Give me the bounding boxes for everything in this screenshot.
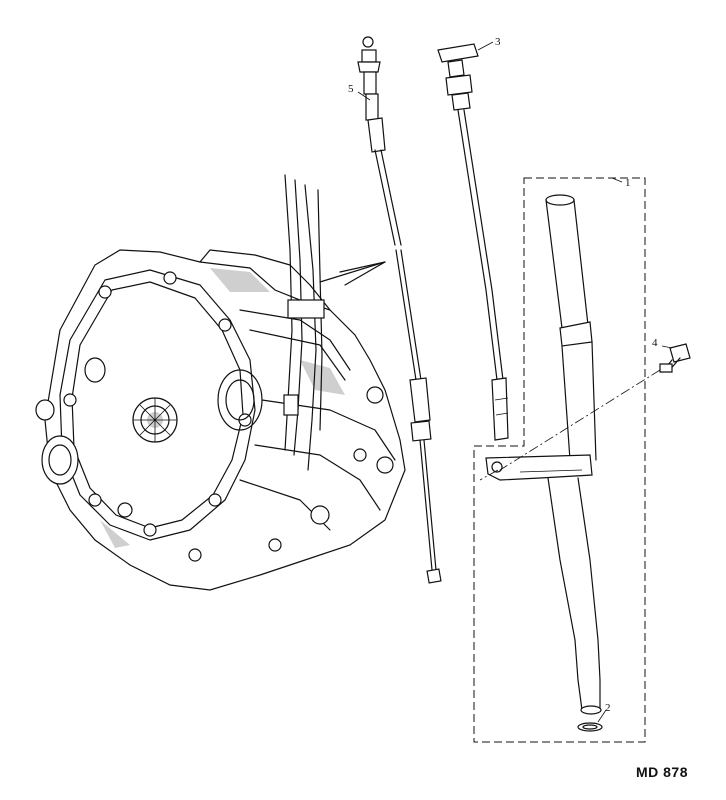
filler-tube-group [473,177,646,743]
callout-4: 4 [652,337,658,349]
callout-3: 3 [495,36,501,48]
reference-code: MD 878 [635,764,688,780]
callout-2: 2 [605,702,611,714]
dipstick [437,43,509,441]
cable-assembly [357,36,442,584]
direction-arrow [319,261,386,286]
assembly-lines [479,369,661,481]
callouts: 1 2 3 4 5 [348,36,673,723]
callout-5: 5 [348,83,354,95]
gearbox-housing [35,249,406,591]
callout-1: 1 [625,177,631,189]
bolt [659,343,691,373]
selector-cables [283,174,325,471]
